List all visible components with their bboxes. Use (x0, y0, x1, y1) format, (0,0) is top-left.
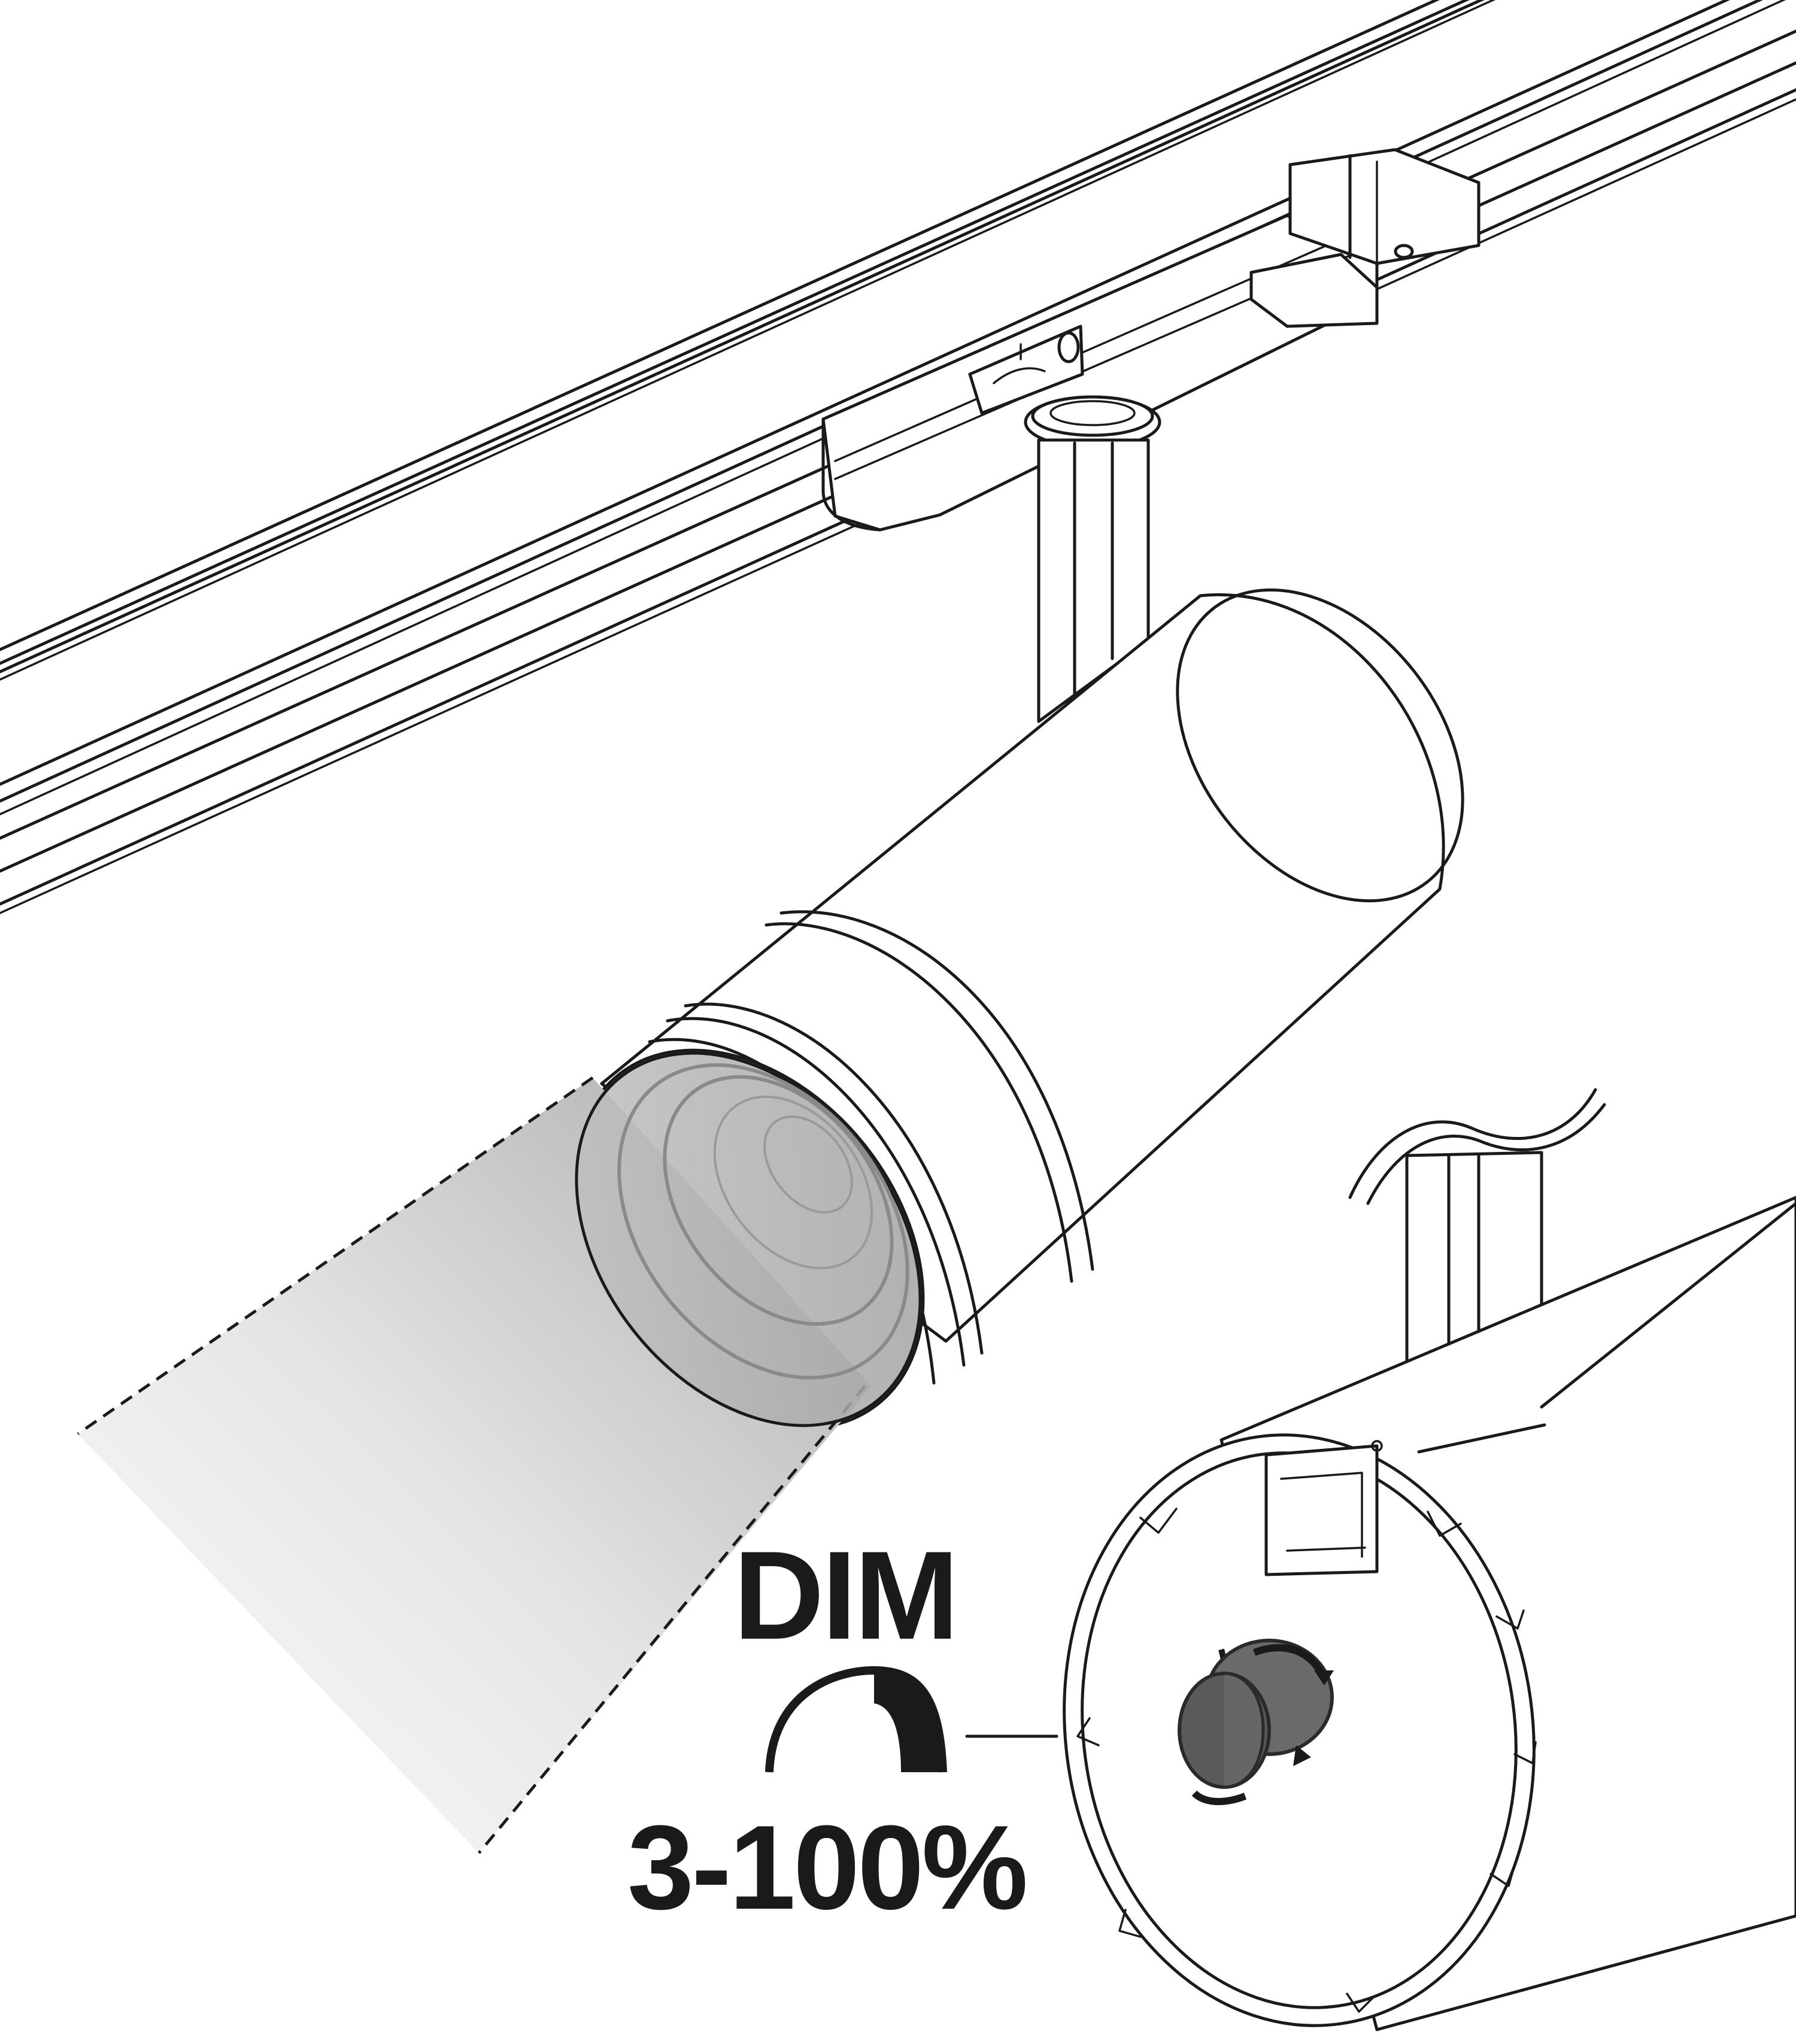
dim-label: DIM (733, 1525, 959, 1666)
rear-detail-inset (965, 1088, 1796, 2031)
dim-rotation-arc-icon (765, 1666, 947, 1773)
rotary-dim-knob-icon (1178, 1639, 1334, 1806)
light-beam (77, 1051, 922, 1854)
track-adapter (821, 148, 1481, 532)
dim-range-label: 3-100% (627, 1801, 1028, 1934)
